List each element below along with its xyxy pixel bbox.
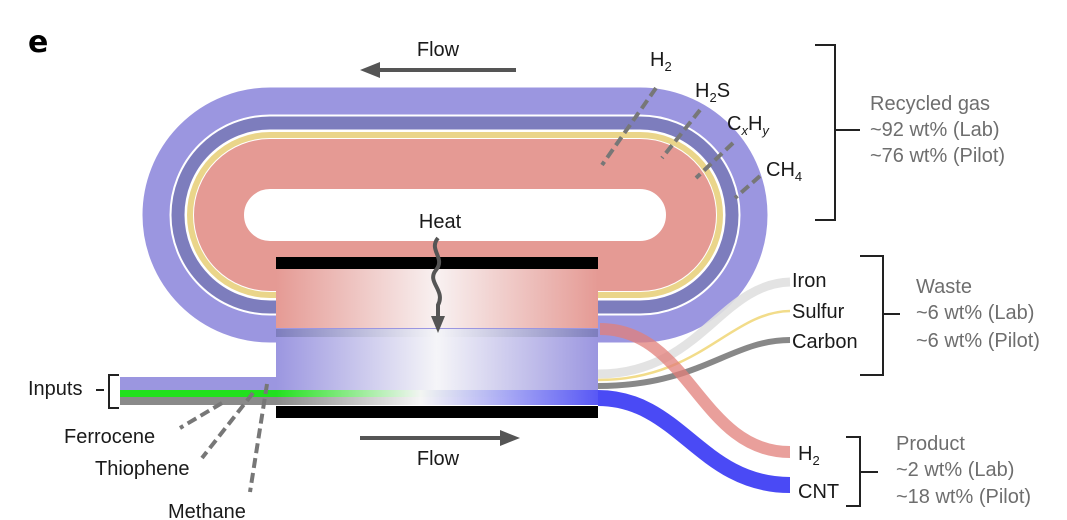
product-h2-label: H2 <box>798 443 820 468</box>
product-cnt-stream <box>597 390 791 493</box>
recycled-gas-lab: ~92 wt% (Lab) <box>870 119 1000 141</box>
product-pilot: ~18 wt% (Pilot) <box>896 486 1031 508</box>
flow-arrow-top <box>360 62 516 78</box>
waste-carbon-label: Carbon <box>792 331 858 353</box>
waste-pilot: ~6 wt% (Pilot) <box>916 330 1040 352</box>
bracket-product <box>846 436 878 507</box>
product-cnt-label: CNT <box>798 481 839 503</box>
bracket-waste <box>860 255 900 376</box>
reactor-wall-bottom <box>276 406 598 418</box>
waste-title: Waste <box>916 276 972 298</box>
heated-zone-input-top <box>276 377 598 390</box>
reactor-wall-top <box>276 257 598 269</box>
input-ferrocene-label: Ferrocene <box>64 426 155 448</box>
flow-label-top: Flow <box>417 39 460 61</box>
waste-sulfur-stream <box>597 309 791 382</box>
species-cxhy: CxHy <box>727 113 770 138</box>
heat-label: Heat <box>419 211 462 233</box>
flow-arrow-bottom <box>360 430 520 446</box>
input-thiophene-stream <box>120 397 276 405</box>
heated-zone-input-bot <box>276 397 598 405</box>
recycled-gas-pilot: ~76 wt% (Pilot) <box>870 145 1005 167</box>
leader-h2s <box>660 108 702 160</box>
waste-iron-stream <box>597 277 791 379</box>
heated-zone-input-mid <box>276 390 598 397</box>
leader-ch4 <box>733 174 762 200</box>
input-thiophene-label: Thiophene <box>95 458 190 480</box>
recycle-loop-mid-band <box>171 116 739 314</box>
heated-zone-mid <box>276 329 598 337</box>
waste-sulfur-label: Sulfur <box>792 301 845 323</box>
input-methane-label: Methane <box>168 501 246 520</box>
recycle-loop-outer-band <box>142 87 768 343</box>
bracket-inputs <box>96 374 119 409</box>
heated-zone-outer <box>276 337 598 377</box>
leader-h2 <box>600 86 658 167</box>
species-ch4: CH4 <box>766 159 802 184</box>
product-title: Product <box>896 433 965 455</box>
leader-ferrocene <box>178 401 224 430</box>
product-h2-stream <box>599 323 791 458</box>
product-lab: ~2 wt% (Lab) <box>896 459 1014 481</box>
flow-label-bottom: Flow <box>417 448 460 470</box>
inputs-label: Inputs <box>28 378 82 400</box>
leader-thiophene <box>200 391 255 460</box>
leader-methane <box>248 383 269 493</box>
waste-carbon-stream <box>597 337 791 389</box>
recycled-gas-title: Recycled gas <box>870 93 990 115</box>
waste-lab: ~6 wt% (Lab) <box>916 302 1034 324</box>
input-methane-stream <box>120 377 276 390</box>
input-ferrocene-stream <box>120 390 276 397</box>
heat-arrow-icon <box>431 236 445 333</box>
panel-label: e <box>28 25 48 60</box>
recycle-loop-h2-band <box>194 139 716 291</box>
waste-iron-label: Iron <box>792 270 826 292</box>
species-h2: H2 <box>650 49 672 74</box>
bracket-recycled-gas <box>815 44 860 221</box>
species-h2s: H2S <box>695 80 730 105</box>
leader-cxhy <box>694 141 735 180</box>
